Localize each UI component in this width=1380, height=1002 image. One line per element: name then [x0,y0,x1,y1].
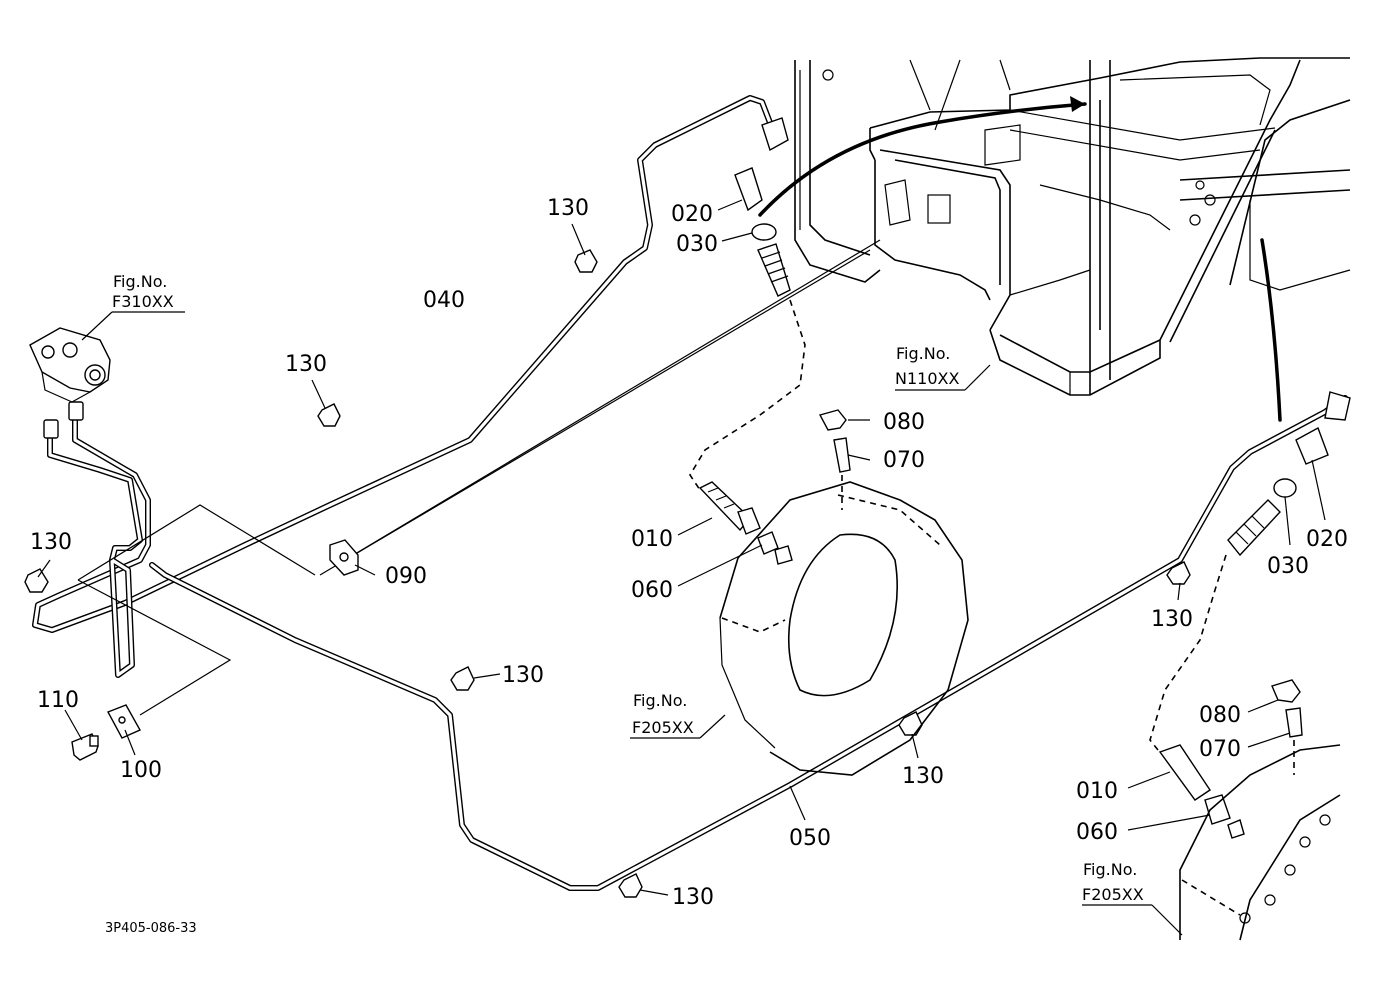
callout-130-e: 130 [1151,607,1193,632]
part-060-right [1204,794,1231,825]
callout-030-top: 030 [676,232,718,257]
callout-080-right: 080 [1199,703,1241,728]
flex-hose-top [689,299,806,491]
callout-010-mid: 010 [631,527,673,552]
part-080-right [1271,679,1301,703]
clamp-090 [329,539,359,576]
hose-lines [758,96,1282,422]
rear-wheel [1179,744,1341,941]
clip-130-a [574,249,598,273]
right-connector-assembly [1149,391,1351,839]
fitting-left [43,419,59,439]
callout-030-right: 030 [1267,554,1309,579]
figref-f205-right: Fig.No. F205XX [1082,860,1144,904]
clip-130-e [1166,561,1191,585]
callout-130-a: 130 [547,196,589,221]
mid-connector-assembly [698,409,851,565]
diagram-code: 3P405-086-33 [105,921,197,936]
figure-references: Fig.No. F310XX Fig.No. N110XX Fig.No. F2… [112,272,1144,904]
part-010-right [1158,744,1211,801]
part-020-top [734,167,763,212]
callout-060-mid: 060 [631,578,673,603]
svg-text:Fig.No.: Fig.No. [896,344,950,363]
callout-010-right: 010 [1076,779,1118,804]
svg-text:Fig.No.: Fig.No. [633,691,687,710]
clip-130-d [450,666,475,691]
clip-130-f [898,711,923,736]
arrow-head [1070,96,1085,112]
pipe-050 [47,395,1348,891]
valve-block [29,327,111,439]
svg-text:F205XX: F205XX [632,718,694,737]
callout-130-d: 130 [502,663,544,688]
callout-100: 100 [120,758,162,783]
callout-060-right: 060 [1076,820,1118,845]
leader-lines [37,199,1326,936]
part-030-right [1273,478,1297,498]
svg-text:N110XX: N110XX [895,369,959,388]
clip-130-c [24,568,49,593]
svg-text:Fig.No.: Fig.No. [1083,860,1137,879]
part-070-right [1285,707,1303,738]
callout-020-right: 020 [1306,527,1348,552]
part-070-mid [833,437,851,473]
callout-110: 110 [37,688,79,713]
clip-130-b [317,403,341,427]
callout-130-g: 130 [672,885,714,910]
front-wheel [719,481,969,776]
bracket-outline [77,239,881,716]
callout-130-b: 130 [285,352,327,377]
clip-130-g [618,873,643,898]
tractor-frame-drawing [794,57,1351,396]
svg-text:Fig.No.: Fig.No. [113,272,167,291]
figref-f205-mid: Fig.No. F205XX [632,691,694,737]
callout-labels: 020 030 130 040 130 130 090 010 060 080 … [30,196,1348,910]
part-030-top [751,223,777,241]
callout-050: 050 [789,826,831,851]
pipe-clips [24,249,1191,898]
part-060-mid [757,531,779,555]
svg-text:F310XX: F310XX [112,292,174,311]
callout-090: 090 [385,564,427,589]
callout-130-c: 130 [30,530,72,555]
clip-and-bolt [71,704,141,761]
callout-070-right: 070 [1199,737,1241,762]
callout-080-mid: 080 [883,410,925,435]
callout-130-f: 130 [902,764,944,789]
figref-f310: Fig.No. F310XX [112,272,174,311]
fitting-top [68,401,84,421]
top-connector-assembly [734,117,791,297]
part-080-mid [818,409,847,431]
part-020-right [1295,426,1329,465]
svg-text:F205XX: F205XX [1082,885,1144,904]
callout-070-mid: 070 [883,448,925,473]
figref-n110: Fig.No. N110XX [895,344,959,388]
callout-040: 040 [423,288,465,313]
pipe-040 [32,95,775,633]
callout-020-top: 020 [671,202,713,227]
